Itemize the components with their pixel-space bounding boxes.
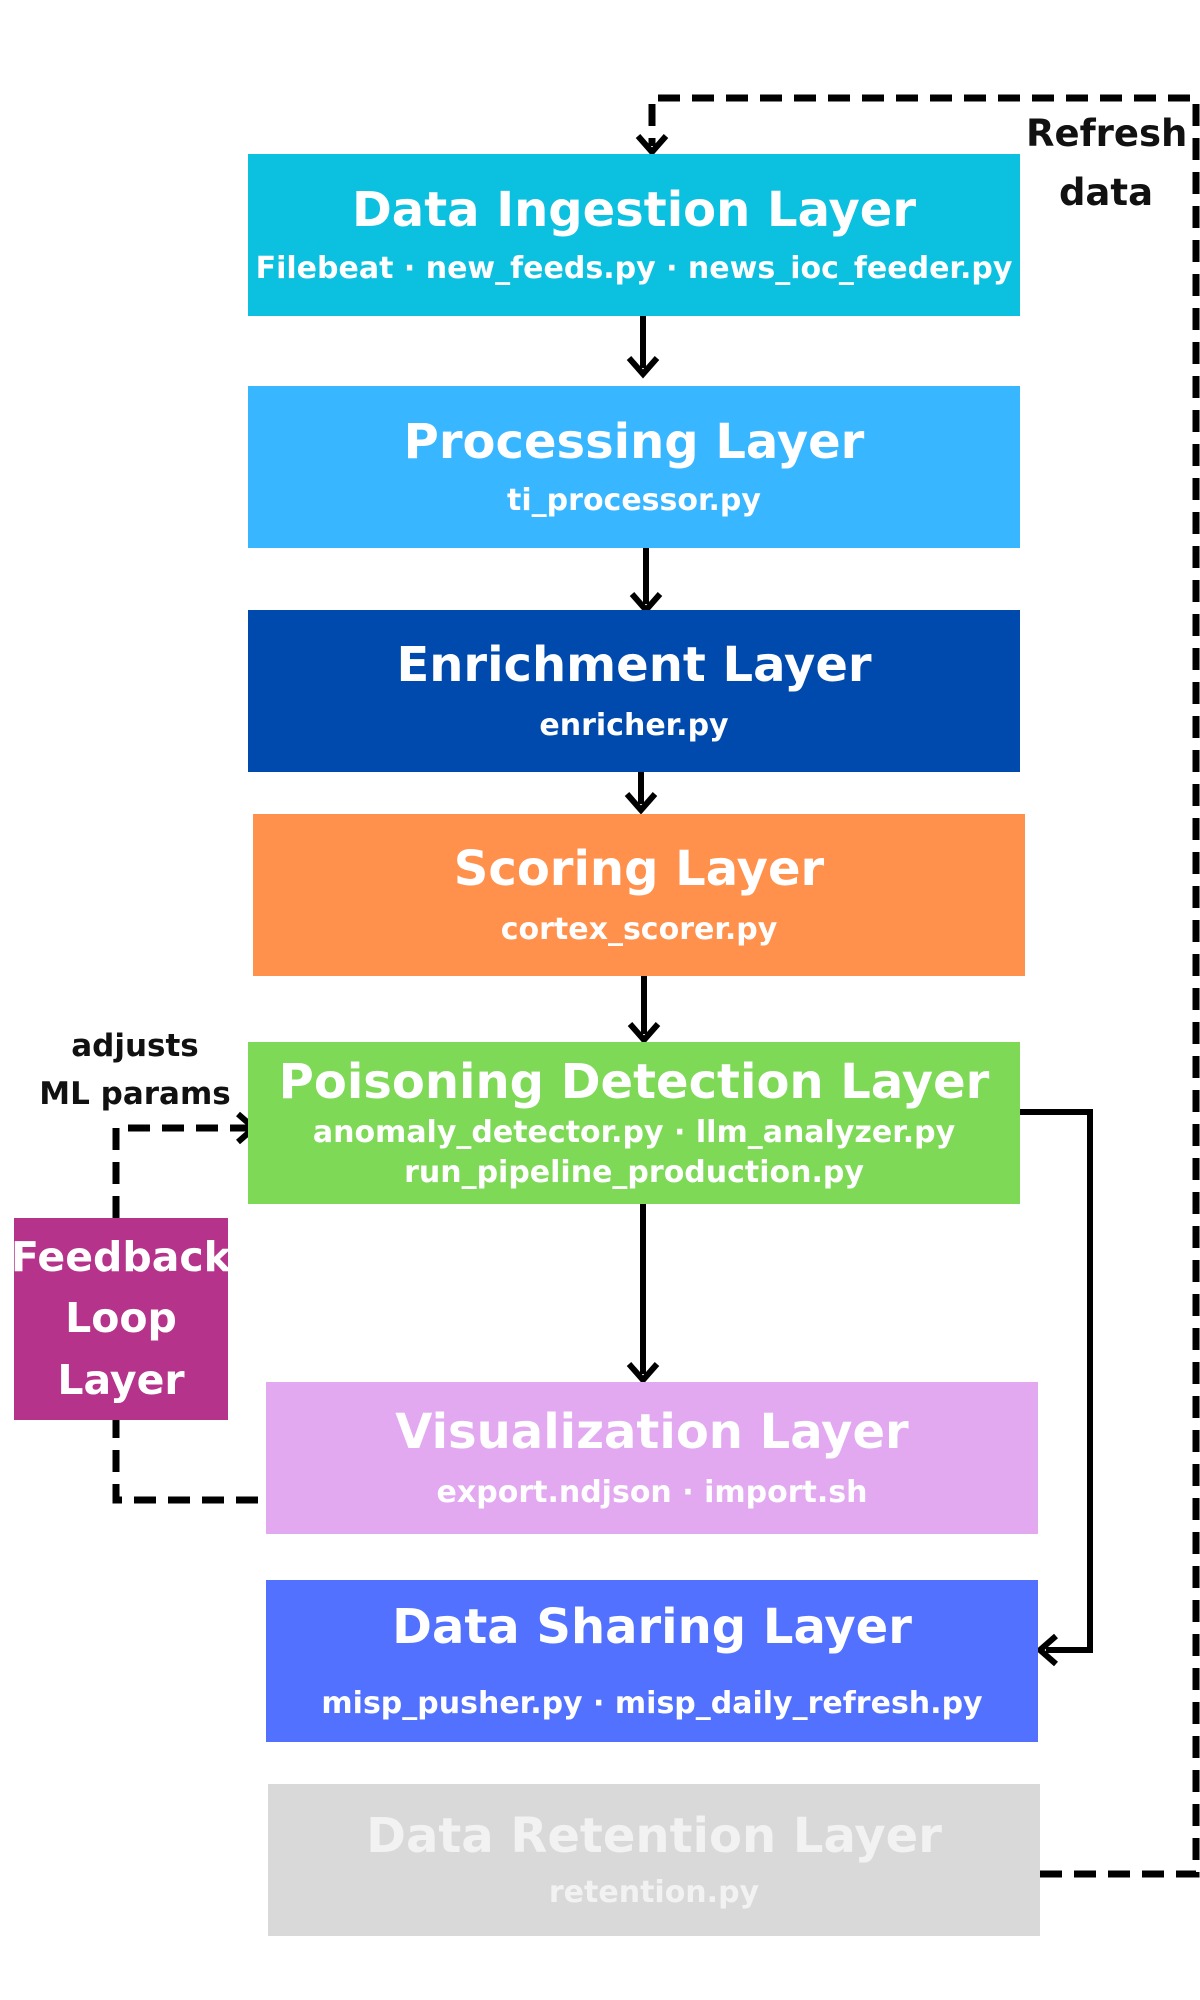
feedback-line1: Feedback: [11, 1232, 231, 1281]
feedback-line3: Layer: [57, 1355, 185, 1404]
layer-scripts: misp_pusher.py · misp_daily_refresh.py: [321, 1685, 983, 1721]
layer-processing: Processing Layer ti_processor.py: [248, 386, 1020, 548]
layer-poisoning-detection: Poisoning Detection Layer anomaly_detect…: [248, 1042, 1020, 1204]
layer-enrichment: Enrichment Layer enricher.py: [248, 610, 1020, 772]
feedback-line2: Loop: [65, 1294, 177, 1343]
refresh-data-label: Refresh data: [1026, 104, 1188, 222]
layer-scripts-line2: run_pipeline_production.py: [404, 1154, 864, 1190]
feedback-loop-box: Feedback Loop Layer: [11, 1218, 231, 1420]
layer-title: Poisoning Detection Layer: [278, 1054, 990, 1111]
arrow-processing-to-enrichment: [629, 548, 663, 615]
refresh-line1: Refresh: [1026, 112, 1188, 155]
layer-title: Data Retention Layer: [366, 1808, 942, 1865]
layer-data-ingestion: Data Ingestion Layer Filebeat · new_feed…: [248, 154, 1020, 316]
layer-title: Data Sharing Layer: [392, 1599, 912, 1656]
layer-scripts: ti_processor.py: [507, 482, 761, 518]
layer-title: Enrichment Layer: [396, 637, 872, 694]
layer-scripts: enricher.py: [539, 707, 729, 743]
adjusts-line2: ML params: [39, 1076, 231, 1113]
layer-scripts: Filebeat · new_feeds.py · news_ioc_feede…: [255, 250, 1013, 286]
arrow-poisoning-to-sharing: [1020, 1109, 1093, 1667]
layer-title: Data Ingestion Layer: [351, 182, 917, 239]
layer-scripts: retention.py: [548, 1874, 760, 1910]
layer-visualization: Visualization Layer export.ndjson · impo…: [266, 1382, 1038, 1534]
adjusts-line1: adjusts: [71, 1028, 199, 1064]
arrow-scoring-to-poisoning: [627, 974, 661, 1045]
refresh-line2: data: [1058, 171, 1154, 215]
layer-scripts: anomaly_detector.py · llm_analyzer.py: [312, 1114, 956, 1150]
arrow-ingestion-to-processing: [626, 316, 660, 379]
layer-title: Processing Layer: [403, 414, 865, 471]
arrow-poisoning-to-visualization: [626, 1202, 660, 1385]
arrow-refresh-loop: [635, 94, 1200, 1878]
layer-scripts: cortex_scorer.py: [500, 911, 778, 947]
layer-data-retention: Data Retention Layer retention.py: [268, 1784, 1040, 1936]
layer-scripts: export.ndjson · import.sh: [436, 1474, 868, 1510]
layer-title: Scoring Layer: [453, 841, 825, 898]
arrow-enrichment-to-scoring: [624, 770, 658, 815]
adjusts-ml-params-label: adjusts ML params: [30, 1022, 240, 1118]
layer-title: Visualization Layer: [395, 1404, 909, 1461]
layer-scoring: Scoring Layer cortex_scorer.py: [253, 814, 1025, 976]
layer-data-sharing: Data Sharing Layer misp_pusher.py · misp…: [266, 1580, 1038, 1742]
